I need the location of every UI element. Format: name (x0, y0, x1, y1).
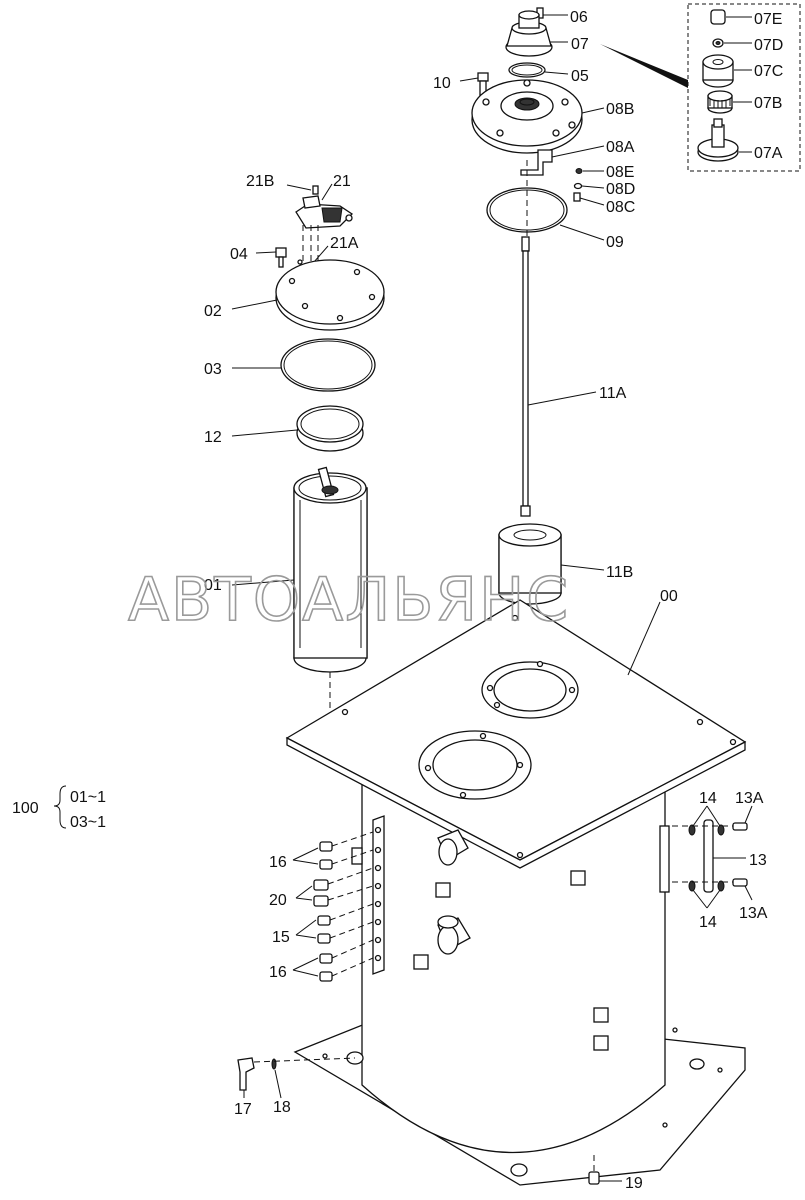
label-21: 21 (333, 173, 351, 190)
part-04-bolt (255, 247, 287, 268)
label-20: 20 (269, 892, 287, 909)
part-13-sight-gauge (703, 819, 746, 893)
part-08B-cover (471, 79, 605, 154)
label-19: 19 (625, 1175, 643, 1192)
label-16-lower: 16 (269, 964, 287, 981)
label-07A: 07A (754, 145, 783, 162)
fitting-strip (351, 815, 385, 975)
part-02-cover (231, 259, 385, 331)
part-08D (573, 182, 605, 190)
part-07D (712, 38, 752, 48)
label-07: 07 (571, 36, 589, 53)
watermark-text: АВТОАЛЬЯНС (128, 565, 570, 635)
label-15: 15 (272, 929, 290, 946)
label-13A-lower: 13A (739, 905, 768, 922)
part-11B-strainer (498, 523, 605, 605)
part-19-plug (588, 1155, 622, 1185)
label-12: 12 (204, 429, 222, 446)
part-07C (702, 54, 752, 88)
label-11B: 11B (606, 564, 633, 581)
label-08C: 08C (606, 199, 635, 216)
part-07A (697, 118, 752, 162)
part-12-ring (231, 405, 364, 452)
part-06 (536, 7, 568, 19)
inset-box-07 (687, 3, 801, 172)
assembly-brace (53, 785, 67, 829)
plugs-15 (295, 903, 374, 944)
part-21B-screw (286, 184, 319, 195)
label-17: 17 (234, 1101, 252, 1118)
plugs-16-upper (292, 831, 374, 870)
label-03: 03 (204, 361, 222, 378)
label-100: 100 (12, 800, 39, 817)
plugs-16-lower (292, 939, 374, 982)
label-07D: 07D (754, 37, 783, 54)
part-01-filter (231, 466, 368, 673)
part-08E (575, 168, 604, 174)
label-08B: 08B (606, 101, 634, 118)
label-05: 05 (571, 68, 589, 85)
labels: 06 07 07E 07D 07C 07B 07A 05 10 08B 08A … (12, 9, 783, 1192)
label-03-1: 03~1 (70, 814, 106, 831)
label-13A-upper: 13A (735, 790, 764, 807)
part-11A-rod (520, 236, 597, 517)
label-09: 09 (606, 234, 624, 251)
label-14-lower: 14 (699, 914, 717, 931)
part-08C (573, 192, 605, 206)
part-13A-bolts (672, 805, 753, 901)
label-21B: 21B (246, 173, 274, 190)
part-08A-bracket (520, 145, 605, 176)
label-07E: 07E (754, 11, 782, 28)
inset-pointer (600, 44, 688, 88)
part-14-gaskets (688, 805, 725, 909)
label-07C: 07C (754, 63, 783, 80)
part-07B (707, 90, 752, 114)
label-10: 10 (433, 75, 451, 92)
part-21-switch (295, 183, 354, 229)
part-18-gasket (253, 1057, 356, 1099)
plugs-20 (295, 867, 374, 907)
part-05 (508, 62, 569, 78)
label-18: 18 (273, 1099, 291, 1116)
label-06: 06 (570, 9, 588, 26)
tank-body (285, 599, 747, 1186)
label-04: 04 (230, 246, 248, 263)
label-08D: 08D (606, 181, 635, 198)
label-11A: 11A (599, 385, 627, 402)
part-03-oring (232, 338, 376, 392)
part-07E (710, 9, 752, 25)
part-09-gasket (486, 187, 605, 241)
part-17-valve (237, 1057, 255, 1098)
label-21A: 21A (330, 235, 359, 252)
label-07B: 07B (754, 95, 782, 112)
part-07-breather (505, 10, 568, 57)
label-08A: 08A (606, 139, 635, 156)
label-01: 01 (204, 577, 222, 594)
label-13: 13 (749, 852, 767, 869)
label-08E: 08E (606, 164, 634, 181)
label-16-upper: 16 (269, 854, 287, 871)
label-02: 02 (204, 303, 222, 320)
label-00: 00 (660, 588, 678, 605)
label-01-1: 01~1 (70, 789, 106, 806)
label-14-upper: 14 (699, 790, 717, 807)
